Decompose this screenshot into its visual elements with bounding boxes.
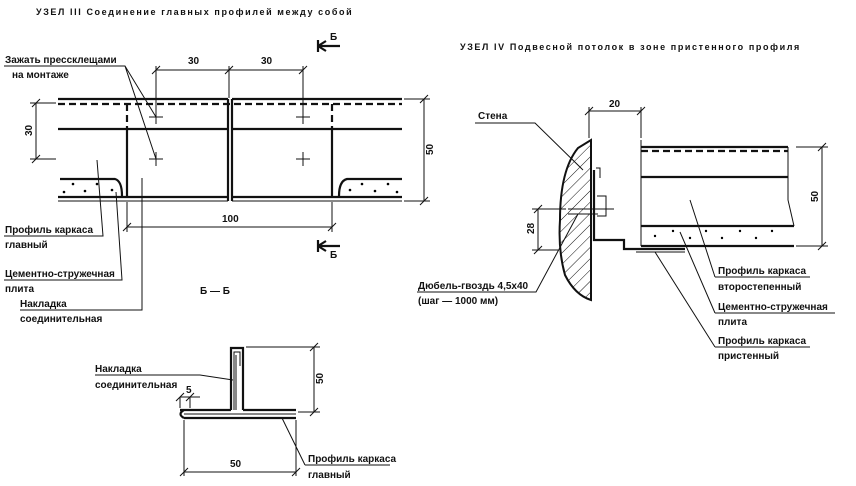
label-board-2: плита <box>5 284 34 295</box>
label-wall-profile: Профиль каркаса <box>718 335 807 347</box>
dim-bottom: 100 <box>222 214 239 225</box>
dim-dowel: 28 <box>526 222 537 234</box>
main-profiles <box>58 97 402 202</box>
label-wall: Стена <box>478 111 508 122</box>
section-mark-label: Б <box>330 32 337 43</box>
label-dowel: Дюбель-гвоздь 4,5х40 <box>418 280 529 292</box>
label-section-profile-2: главный <box>308 470 351 481</box>
cement-board-left <box>60 177 124 197</box>
label-secondary-profile: Профиль каркаса <box>718 265 807 277</box>
dimensions: 30 30 30 50 100 <box>24 56 436 232</box>
leaders <box>4 65 157 311</box>
label-main-profile-2: главный <box>5 240 48 251</box>
label-section-overlay-2: соединительная <box>95 380 177 391</box>
dim-top-right: 30 <box>261 56 273 67</box>
label-wall-profile-2: пристенный <box>718 351 779 362</box>
label-section-overlay: Накладка <box>95 364 142 375</box>
dim-section-small: 5 <box>186 385 192 396</box>
cement-board-right <box>337 177 402 197</box>
dim-node4-height: 50 <box>810 190 821 202</box>
label-board: Цементно-стружечная <box>5 269 115 280</box>
label-node4-board: Цементно-стружечная <box>718 302 828 313</box>
node4-title: УЗЕЛ IV Подвесной потолок в зоне пристен… <box>460 42 801 52</box>
dim-top-left: 30 <box>188 56 200 67</box>
dim-gap: 20 <box>609 99 621 110</box>
label-node4-board-2: плита <box>718 317 747 328</box>
label-overlay-2: соединительная <box>20 314 102 325</box>
section-mark-label: Б <box>330 250 337 261</box>
node3-title: УЗЕЛ III Соединение главных профилей меж… <box>36 7 353 17</box>
label-section-profile: Профиль каркаса <box>308 453 397 465</box>
label-main-profile: Профиль каркаса <box>5 224 94 236</box>
label-clamp-2: на монтаже <box>12 70 69 81</box>
node4-detail: УЗЕЛ IV Подвесной потолок в зоне пристен… <box>417 42 835 362</box>
dim-right: 50 <box>425 143 436 155</box>
label-overlay: Накладка <box>20 299 67 310</box>
dim-section-width: 50 <box>230 459 242 470</box>
dim-section-height: 50 <box>315 372 326 384</box>
node3-detail: УЗЕЛ III Соединение главных профилей меж… <box>4 7 436 325</box>
label-clamp: Зажать прессклещами <box>5 55 117 66</box>
label-dowel-2: (шаг — 1000 мм) <box>418 296 498 307</box>
secondary-profile <box>640 140 795 248</box>
section-mark-bottom: Б <box>316 240 340 261</box>
section-mark-top: Б <box>316 32 340 52</box>
section-title: Б — Б <box>200 286 230 297</box>
dim-left: 30 <box>24 124 35 136</box>
label-secondary-profile-2: второстепенный <box>718 282 801 293</box>
section-bb: Б — Б 50 5 50 Накладка соединительная Пр… <box>95 286 397 481</box>
